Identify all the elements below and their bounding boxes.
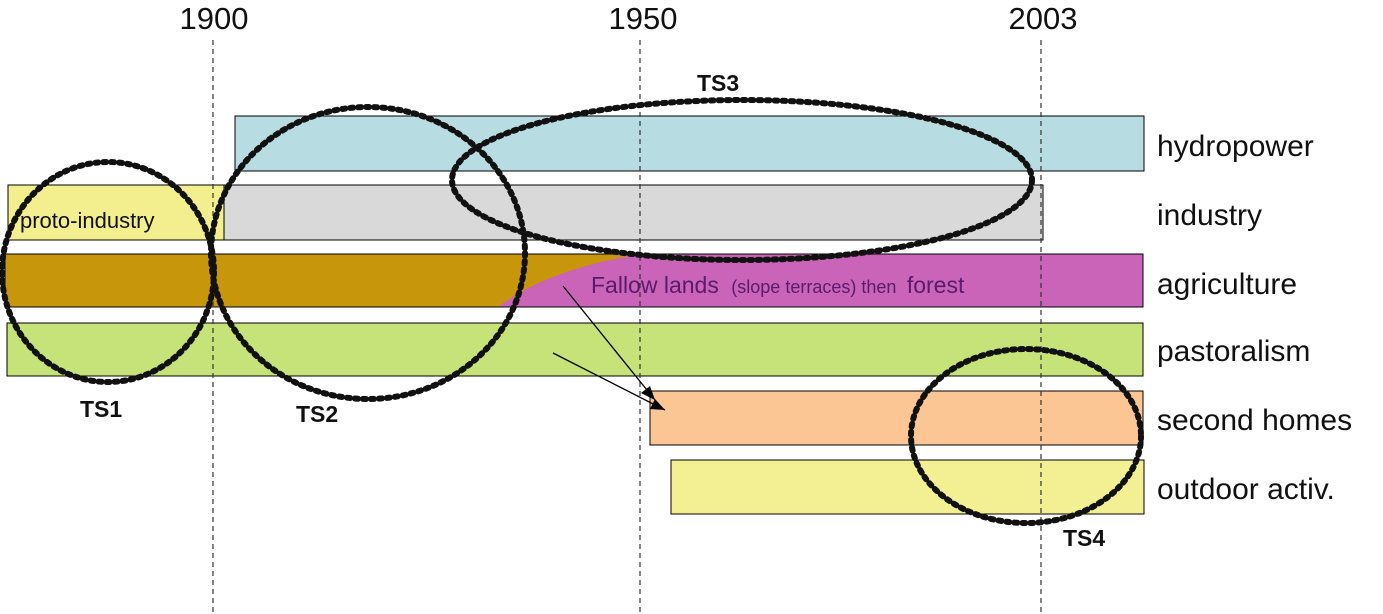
pastoralism-bar	[6, 322, 1144, 377]
row-label-agriculture: agriculture	[1157, 268, 1297, 301]
industry-bar	[223, 184, 1044, 241]
ts2-ellipse	[208, 104, 528, 402]
year-label-1900: 1900	[180, 1, 249, 36]
row-label-outdoor-activities: outdoor activ.	[1157, 473, 1335, 506]
year-label-2003: 2003	[1009, 1, 1078, 36]
ts3-ellipse	[449, 97, 1035, 263]
ts3-label: TS3	[697, 70, 739, 96]
fallow-label-part1: Fallow lands	[591, 272, 719, 298]
ts2-label: TS2	[296, 401, 338, 427]
row-label-second-homes: second homes	[1157, 404, 1352, 437]
outdoor-activities-bar	[670, 459, 1145, 515]
row-label-industry: industry	[1157, 199, 1262, 232]
year-label-1950: 1950	[609, 1, 678, 36]
ts4-label: TS4	[1063, 525, 1105, 551]
agriculture-bar	[4, 253, 1144, 308]
ts4-ellipse	[908, 346, 1144, 526]
proto-industry-bar	[7, 184, 225, 241]
row-label-pastoralism: pastoralism	[1157, 335, 1310, 368]
proto-industry-label: proto-industry	[20, 208, 155, 233]
fallow-label-part3: forest	[907, 272, 965, 298]
fallow-lands-label: Fallow lands (slope terraces) then fores…	[591, 272, 965, 298]
arrow-fallow-to-second-homes	[562, 285, 656, 401]
hydropower-bar	[234, 115, 1145, 172]
fallow-label-part2: (slope terraces) then	[731, 277, 896, 297]
ts1-label: TS1	[80, 396, 122, 422]
row-label-hydropower: hydropower	[1157, 130, 1314, 163]
agriculture-active-area	[5, 254, 640, 307]
arrow-pastoralism-to-second-homes	[552, 352, 666, 411]
second-homes-bar	[649, 390, 1144, 446]
